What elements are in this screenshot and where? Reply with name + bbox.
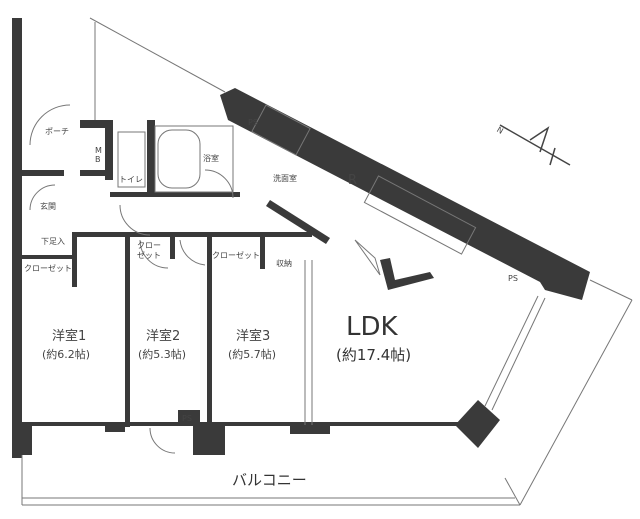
entrance-label: 玄関 xyxy=(40,202,56,211)
refrigerator-label: R xyxy=(348,173,358,188)
porch-label: ポーチ xyxy=(45,127,69,136)
closet2-label-line1: クロー xyxy=(137,241,161,250)
western-room1-name: 洋室1 xyxy=(52,329,87,344)
ps-right-label: PS xyxy=(508,274,518,283)
mb-label: MB xyxy=(95,146,102,164)
ldk-name: LDK xyxy=(346,312,398,342)
compass-icon xyxy=(499,124,571,166)
western-room3-area: (約5.7帖) xyxy=(228,348,277,361)
washroom-label: 洗面室 xyxy=(273,174,297,183)
ps-top-label: PS xyxy=(248,118,258,127)
ps-bottom-label: PS xyxy=(182,414,192,423)
balcony-label: バルコニー xyxy=(232,471,307,489)
western-room1-area: (約6.2帖) xyxy=(42,348,91,361)
walls xyxy=(12,18,590,458)
ldk-area: (約17.4帖) xyxy=(336,346,412,364)
shoe-storage-label: 下足入 xyxy=(41,237,65,246)
western-room2-name: 洋室2 xyxy=(146,329,181,344)
bath-label: 浴室 xyxy=(203,154,219,163)
toilet-label: トイレ xyxy=(119,175,143,184)
closet1-label: クローゼット xyxy=(24,264,72,273)
storage-label: 収納 xyxy=(276,259,292,268)
western-room3-name: 洋室3 xyxy=(236,329,271,344)
western-room2-area: (約5.3帖) xyxy=(138,348,187,361)
closet2-label-line2: ゼット xyxy=(137,251,161,260)
thin-lines xyxy=(21,17,633,506)
closet3-label: クローゼット xyxy=(212,251,260,260)
